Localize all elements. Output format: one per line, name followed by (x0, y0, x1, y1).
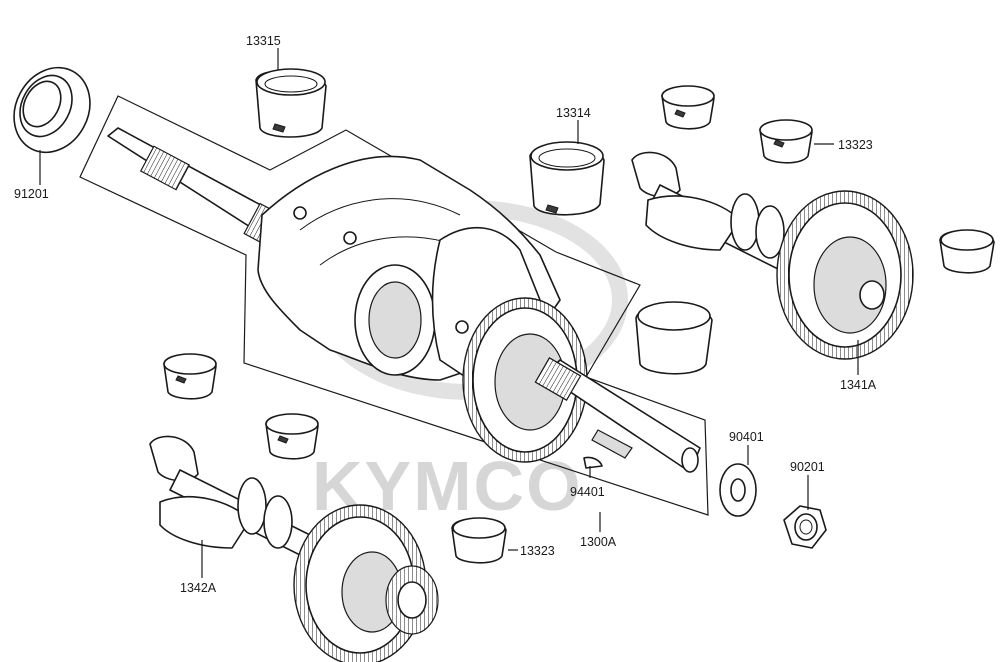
callout-94401: 94401 (570, 485, 605, 499)
bearing-shell-13323-lower (451, 517, 507, 564)
bearing-shell-13314 (529, 141, 605, 216)
bearing-shell-top (661, 85, 715, 130)
crankshaft (107, 127, 701, 473)
balancer-shaft-1342A (149, 435, 439, 662)
callout-13323-lower: 13323 (520, 544, 555, 558)
callout-labels: 91201 13315 13314 13323 1341A 90401 9020… (14, 34, 877, 595)
callout-13323-upper: 13323 (838, 138, 873, 152)
washer (719, 463, 757, 517)
balancer-shaft-1341A (631, 151, 914, 360)
bearing-shell-13323-upper (759, 119, 813, 164)
bearing-shell-left-b (265, 413, 319, 460)
callout-1342A: 1342A (180, 581, 217, 595)
leader-lines (39, 48, 859, 578)
nut (783, 505, 827, 549)
callout-91201: 91201 (14, 187, 49, 201)
oil-seal (13, 66, 91, 154)
callout-1341A: 1341A (840, 378, 877, 392)
bearing-shell-mid (635, 301, 713, 375)
bearing-shell-left-a (163, 353, 217, 400)
bearing-shell-13315 (255, 68, 327, 138)
callout-1300A: 1300A (580, 535, 617, 549)
bearing-shell-right (939, 229, 995, 274)
crankshaft-assembly-outline (79, 95, 709, 516)
callout-13315: 13315 (246, 34, 281, 48)
callout-13314: 13314 (556, 106, 591, 120)
callout-90401: 90401 (729, 430, 764, 444)
woodruff-key (583, 456, 603, 469)
callout-90201: 90201 (790, 460, 825, 474)
